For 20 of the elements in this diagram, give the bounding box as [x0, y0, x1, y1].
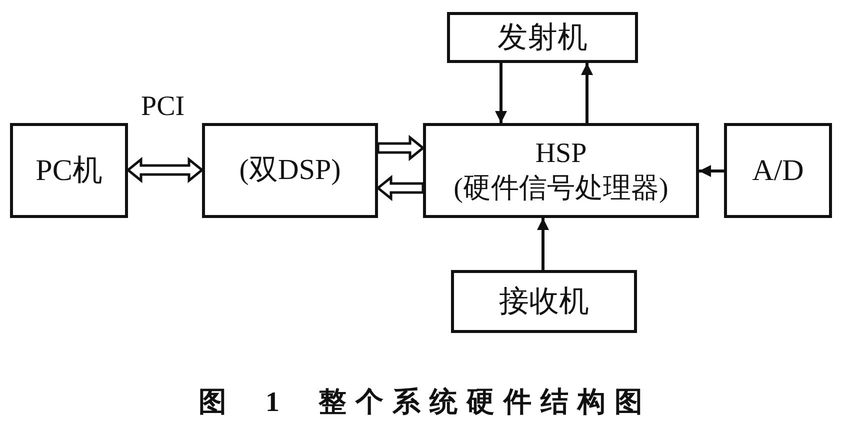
- arrow: [699, 165, 724, 177]
- double-arrow: [126, 156, 204, 184]
- block-label: A/D: [752, 152, 804, 189]
- block-box: [451, 270, 637, 333]
- block-box: [724, 123, 832, 218]
- block-arrow: [376, 134, 425, 162]
- block-label: 发射机: [498, 20, 588, 56]
- block-label: PC机: [36, 152, 102, 189]
- block-label: 接收机: [499, 284, 589, 320]
- block-label: (双DSP): [239, 153, 341, 188]
- arrow: [495, 63, 507, 123]
- arrow: [581, 63, 593, 123]
- block-label: HSP (硬件信号处理器): [452, 136, 670, 206]
- block-box: [423, 123, 699, 218]
- block-arrow: [376, 174, 424, 202]
- arrow: [537, 218, 549, 270]
- block-box: [447, 12, 638, 63]
- block-box: [10, 123, 128, 218]
- block-box: [202, 123, 378, 218]
- figure-caption: 图 1 整个系统硬件结构图: [198, 386, 652, 420]
